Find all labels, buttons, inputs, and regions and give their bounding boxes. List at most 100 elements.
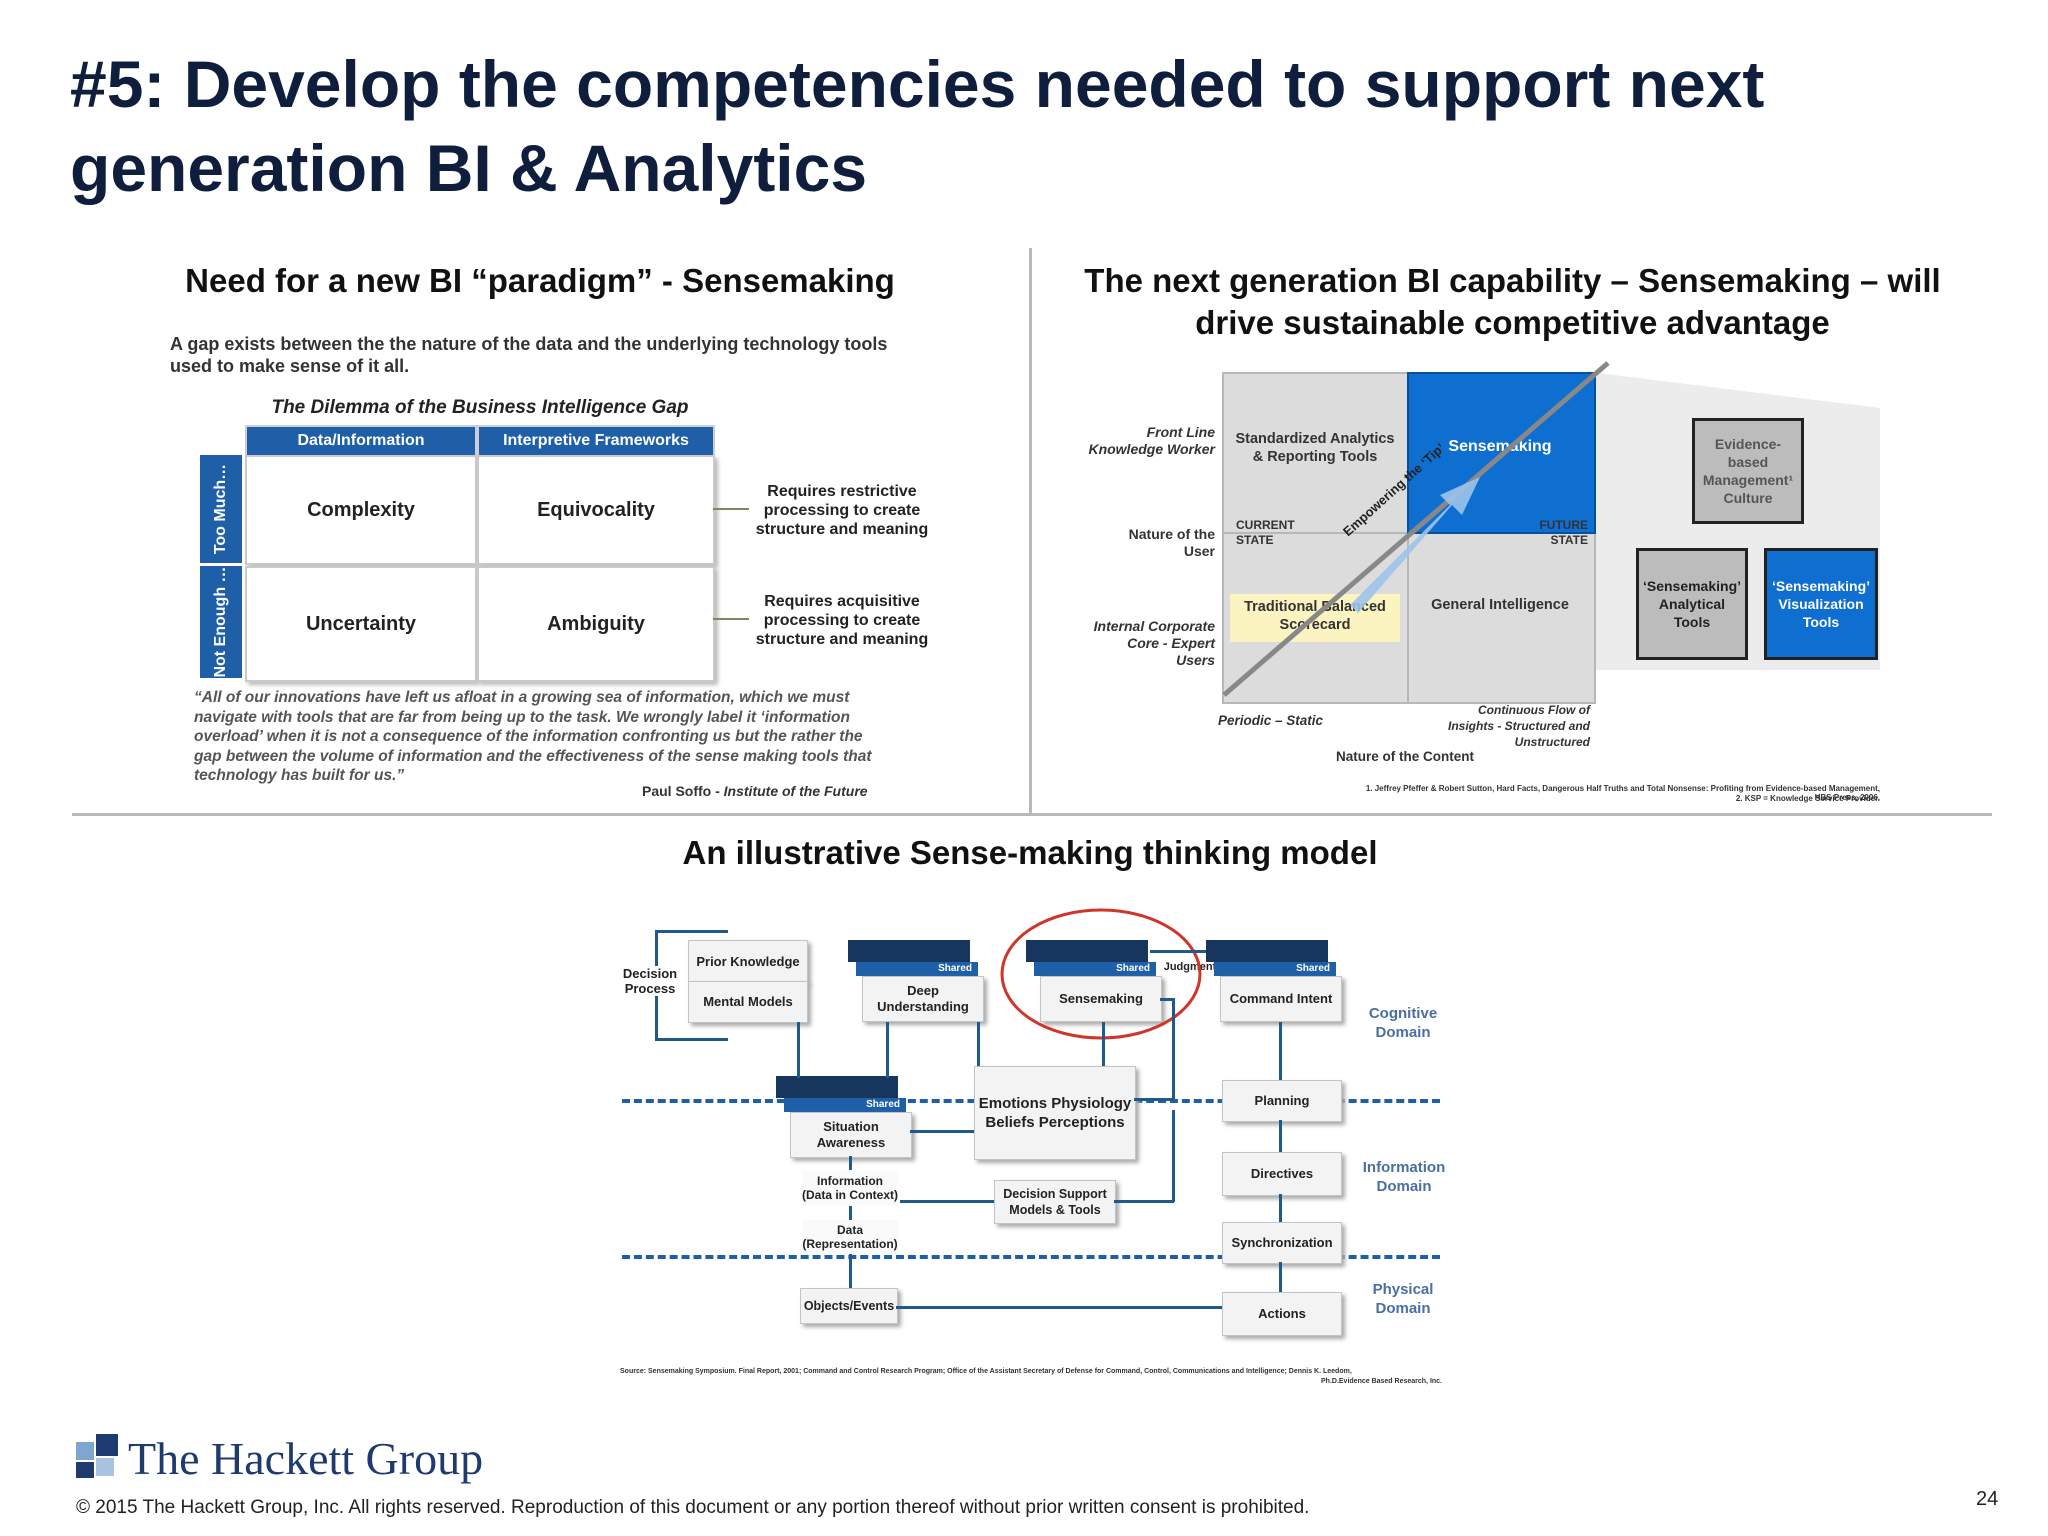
col-header-data: Data/Information — [245, 425, 477, 457]
row-header-not-enough-label: Not Enough … — [212, 566, 229, 678]
cell-uncertainty: Uncertainty — [245, 566, 477, 682]
hackett-logo-text: The Hackett Group — [128, 1433, 484, 1484]
left-panel-heading: Need for a new BI “paradigm” - Sensemaki… — [185, 262, 895, 299]
cell-complexity: Complexity — [245, 455, 477, 565]
horizontal-divider — [72, 813, 1992, 816]
conn-data-objects — [849, 1254, 852, 1288]
conn-right-vertical — [1172, 998, 1175, 1100]
conn-mental-to-sa — [797, 1022, 800, 1078]
footnote-2: 2. KSP = Knowledge Service Provider. — [1735, 794, 1880, 803]
deep-understanding-shared: Shared — [856, 962, 978, 976]
conn-deep-to-emotions — [977, 1022, 980, 1066]
planning-box: Planning — [1222, 1080, 1342, 1122]
req-acquisitive: Requires acquisitive processing to creat… — [755, 593, 929, 648]
soffo-quote: “All of our innovations have left us afl… — [194, 689, 872, 784]
hackett-logo-icon — [76, 1434, 118, 1478]
information-box: Information (Data in Context) — [802, 1170, 898, 1206]
label-general: General Intelligence — [1431, 597, 1569, 613]
command-intent-shared: Shared — [1214, 962, 1336, 976]
conn-info-dss — [900, 1200, 994, 1203]
judgment-label: Judgment — [1163, 961, 1217, 973]
footnote-1: 1. Jeffrey Pfeffer & Robert Sutton, Hard… — [1365, 784, 1880, 802]
mental-models-box: Mental Models — [688, 981, 808, 1023]
slide-title-line1: #5: Develop the competencies needed to s… — [70, 47, 1765, 121]
page-number: 24 — [1976, 1488, 1999, 1510]
conn-directives-sync — [1279, 1194, 1282, 1222]
puzzle-visualization: ‘Sensemaking’ Visualization Tools — [1764, 548, 1878, 660]
information-domain-label: Information Domain — [1362, 1159, 1446, 1195]
label-future-state: FUTURE STATE — [1539, 518, 1588, 547]
diagonal-arrow — [1222, 361, 1610, 697]
quote-attribution: Paul Soffo - Institute of the Future — [642, 783, 868, 799]
puzzle-evidence: Evidence-based Management¹ Culture — [1692, 418, 1804, 524]
situation-awareness-box: Situation Awareness — [790, 1112, 912, 1158]
conn-dss-vertical — [1172, 1110, 1175, 1202]
objects-events-box: Objects/Events — [800, 1288, 898, 1324]
sensemaking-shared: Shared — [1034, 962, 1156, 976]
deep-understanding-box: Deep Understanding — [862, 976, 984, 1022]
situation-awareness-shared: Shared — [784, 1098, 906, 1112]
quad-standardized — [1222, 372, 1409, 534]
slide-title: #5: Develop the competencies needed to s… — [70, 42, 1970, 210]
command-intent-back — [1206, 940, 1328, 962]
synchronization-box: Synchronization — [1222, 1222, 1342, 1264]
source-line2: Ph.D.Evidence Based Research, Inc. — [1321, 1378, 1442, 1385]
prior-knowledge-box: Prior Knowledge — [688, 940, 808, 984]
xlabel-periodic: Periodic – Static — [1218, 713, 1324, 728]
command-intent-box: Command Intent — [1220, 976, 1342, 1022]
vertical-divider — [1029, 248, 1032, 813]
req-restrictive: Requires restrictive processing to creat… — [755, 483, 929, 538]
row-header-not-enough: Not Enough … — [200, 566, 242, 678]
conn-objects-actions — [896, 1306, 1222, 1309]
ylabel-nature-user: Nature of the User — [1128, 526, 1215, 559]
conn-info-data — [849, 1206, 852, 1220]
deep-understanding-back — [848, 940, 970, 962]
directives-box: Directives — [1222, 1152, 1342, 1196]
conn-sense-intent — [1150, 950, 1206, 953]
emotions-box: Emotions Physiology Beliefs Perceptions — [974, 1066, 1136, 1160]
cognitive-domain-label: Cognitive Domain — [1368, 1005, 1438, 1041]
row-header-too-much: Too Much… — [200, 455, 242, 563]
copyright: © 2015 The Hackett Group, Inc. All right… — [76, 1497, 1310, 1518]
cell-equivocality: Equivocality — [477, 455, 715, 565]
col-header-frameworks: Interpretive Frameworks — [477, 425, 715, 457]
label-standardized: Standardized Analytics & Reporting Tools — [1235, 431, 1395, 465]
bottom-heading: An illustrative Sense-making thinking mo… — [682, 834, 1378, 871]
arrow-restrictive — [713, 508, 749, 510]
decision-support-box: Decision Support Models & Tools — [994, 1180, 1116, 1224]
decision-process: Decision Process — [620, 966, 680, 996]
right-heading-line1: The next generation BI capability – Sens… — [1084, 262, 1941, 299]
conn-emotions-right — [1134, 1098, 1174, 1101]
conn-sa-emotions — [910, 1130, 974, 1133]
slide-title-line2: generation BI & Analytics — [70, 131, 868, 205]
conn-sense-down — [1102, 1022, 1105, 1066]
sensemaking-highlight-circle — [1000, 908, 1202, 1040]
xlabel-continuous: Continuous Flow of Insights - Structured… — [1447, 703, 1590, 749]
actions-box: Actions — [1222, 1292, 1342, 1336]
right-heading-line2: drive sustainable competitive advantage — [1195, 304, 1830, 341]
row-header-too-much-label: Too Much… — [212, 463, 229, 555]
label-sensemaking-quad: Sensemaking — [1448, 438, 1552, 455]
xlabel-nature-content: Nature of the Content — [1336, 749, 1474, 764]
matrix-title: The Dilemma of the Business Intelligence… — [271, 397, 689, 418]
conn-planning-directives — [1279, 1120, 1282, 1152]
label-current-state: CURRENT STATE — [1236, 518, 1295, 547]
attribution-org: Institute of the Future — [723, 783, 868, 799]
physical-domain-label: Physical Domain — [1372, 1281, 1434, 1317]
source-line1: Source: Sensemaking Symposium. Final Rep… — [620, 1368, 1352, 1375]
right-panel-heading: The next generation BI capability – Sens… — [1040, 260, 1985, 344]
attribution-name: Paul Soffo - — [642, 783, 724, 799]
situation-awareness-back — [776, 1076, 898, 1098]
gap-note: A gap exists between the the nature of t… — [170, 334, 888, 376]
conn-sync-actions — [1279, 1262, 1282, 1292]
arrow-acquisitive — [713, 618, 749, 620]
conn-sa-info — [849, 1156, 852, 1170]
quad-general — [1407, 532, 1596, 704]
data-box: Data (Representation) — [802, 1220, 898, 1254]
puzzle-analytical: ‘Sensemaking’ Analytical Tools — [1636, 548, 1748, 660]
ylabel-front-line: Front Line Knowledge Worker — [1088, 424, 1215, 457]
conn-dss-right — [1114, 1200, 1174, 1203]
sensemaking-box: Sensemaking — [1040, 976, 1162, 1022]
domain-line-physical — [622, 1255, 1440, 1259]
conn-right-top — [1160, 998, 1174, 1001]
